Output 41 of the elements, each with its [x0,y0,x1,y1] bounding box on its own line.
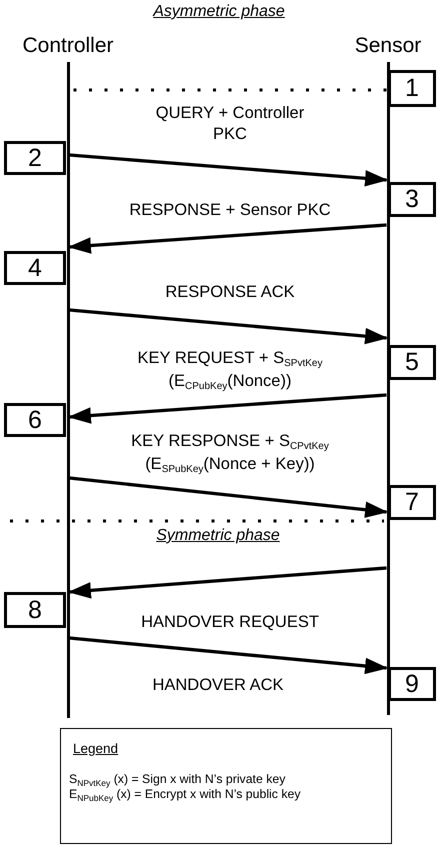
message-arrow [69,636,388,674]
message-label: KEY RESPONSE + S$_{CPvtKey}$ (E$_{SPubKey}$(Nonce + Key)) [130,431,330,476]
step-number-box [388,485,436,520]
message-label: KEY REQUEST + S$_{SPvtKey}$ (E$_{CPubKey}$(Nonce)) [136,348,324,393]
step-number-box [4,141,66,175]
participant-heading: Controller [21,33,115,58]
participant-heading: Sensor [354,33,422,58]
step-number-box [388,667,436,701]
legend-heading: Legend [73,741,118,756]
message-arrow [68,223,387,254]
phase-heading: Asymmetric phase [152,2,286,22]
step-number-box [388,70,436,107]
message-arrow [69,308,388,344]
message-label: QUERY + Controller PKC [154,103,306,144]
step-number-box [4,403,66,437]
step-number: 5 [405,350,419,375]
message-arrow [69,153,388,187]
controller-lifeline [66,62,70,718]
step-number: 7 [405,490,419,515]
step-number-box [4,592,66,628]
phase-heading: Symmetric phase [155,526,281,546]
step-number-box [388,345,436,380]
step-number: 1 [405,76,419,101]
step-number-box [388,182,436,217]
step-number: 6 [28,408,42,432]
step-number: 3 [405,187,419,212]
message-arrow [68,393,387,424]
message-arrow [68,566,387,599]
step-number: 9 [405,672,419,696]
step-number: 4 [28,256,42,280]
step-number: 2 [28,146,42,170]
message-label: HANDOVER REQUEST [140,612,320,633]
legend-entry: E$_{NPubKey}$ (x) = Encrypt x with N’s public key [69,788,300,804]
legend-entry: S$_{NPvtKey}$ (x) = Sign x with N’s private key [69,773,286,788]
legend-box [60,728,392,844]
message-arrow [69,476,388,518]
message-label: RESPONSE + Sensor PKC [128,200,332,221]
message-label: HANDOVER ACK [151,676,285,696]
step-number-box [4,251,66,285]
message-label: RESPONSE ACK [164,282,296,303]
step-number: 8 [28,598,42,622]
